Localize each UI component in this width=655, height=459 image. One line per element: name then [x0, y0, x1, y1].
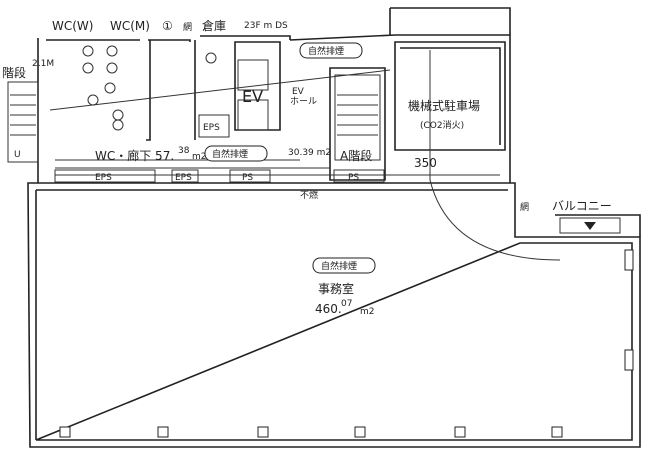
stair-height-label: 2.1M	[32, 59, 54, 69]
stairs-a	[334, 74, 381, 161]
parking-note: (CO2消火)	[420, 119, 464, 131]
ps-label-1: PS	[242, 173, 253, 183]
stairs-left	[7, 81, 39, 163]
wc-corridor-area: WC・廊下 57.	[95, 148, 174, 163]
wc-men-label: WC(M)	[110, 19, 150, 33]
ev-hall-area: 30.39 m2	[288, 148, 331, 158]
shafts	[54, 114, 385, 183]
storage-label: 倉庫	[202, 18, 226, 33]
balcony	[555, 214, 641, 237]
balcony-label: バルコニー	[552, 199, 612, 213]
elevator	[237, 59, 269, 131]
net-marker-2: 網	[520, 201, 529, 213]
ev-hall-label-top: EV	[292, 87, 305, 97]
eps-label-1: EPS	[203, 123, 220, 133]
dimension-350: 350	[414, 156, 437, 170]
smoke-exhaust-label-1: 自然排煙	[308, 45, 344, 57]
columns	[59, 249, 634, 438]
parking-label: 機械式駐車場	[408, 98, 480, 113]
office-label: 事務室	[318, 281, 354, 296]
fire-door-label: 不燃	[300, 189, 318, 201]
stair-a-label: A階段	[340, 148, 372, 163]
marker-1: ①	[162, 19, 173, 33]
office-area-decimal: 07	[341, 299, 352, 309]
wc-corridor-area-decimal: 38	[178, 146, 190, 156]
eps-label-3: EPS	[175, 173, 192, 183]
eps-label-2: EPS	[95, 173, 112, 183]
net-marker: 網	[183, 21, 192, 33]
office-area: 460.	[315, 302, 342, 316]
ev-hall-label-bottom: ホール	[290, 96, 317, 107]
wc-women-label: WC(W)	[52, 19, 93, 33]
core-walls	[37, 7, 561, 261]
smoke-exhaust-label-3: 自然排煙	[321, 260, 357, 272]
ds-note: 23F m DS	[244, 21, 288, 31]
office-area-unit: m2	[360, 307, 375, 317]
wc-corridor-area-unit: m2	[192, 152, 207, 162]
stairs-label: 階段	[2, 65, 26, 80]
up-label: U	[14, 150, 21, 160]
ps-label-2: PS	[348, 173, 359, 183]
smoke-exhaust-label-2: 自然排煙	[212, 148, 248, 160]
toilet-fixtures	[82, 45, 217, 131]
ev-label: EV	[242, 87, 263, 106]
